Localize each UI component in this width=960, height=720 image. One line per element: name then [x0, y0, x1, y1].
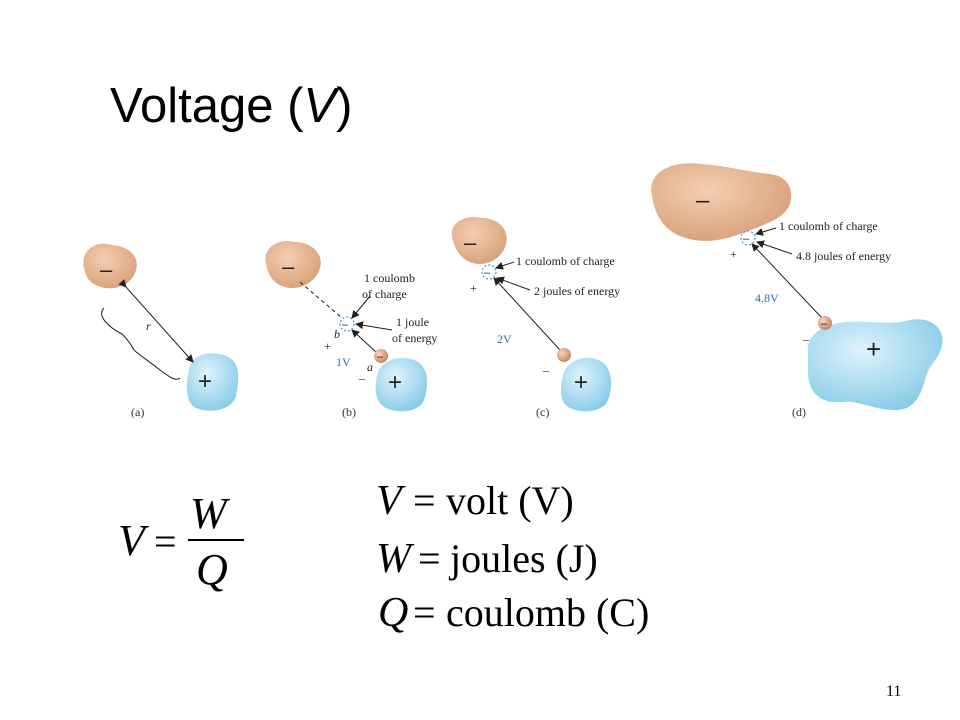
- def-symbol-v: V: [376, 478, 406, 524]
- pointer-charge-d: [755, 227, 777, 236]
- positive-charge-blob-a: [186, 353, 239, 411]
- formula-numerator: W: [190, 489, 230, 538]
- distance-label-a: r: [146, 319, 151, 333]
- voltage-formula: V = W Q: [118, 489, 244, 594]
- page-number: 11: [886, 683, 902, 700]
- pos-sign-a: +: [198, 368, 212, 395]
- voltage-label-b: 1V: [336, 355, 351, 369]
- neg-sign-b: –: [282, 254, 295, 279]
- negative-charge-blob-c: [451, 216, 507, 264]
- pointer-charge-c: [495, 261, 515, 270]
- voltage-label-c: 2V: [497, 332, 512, 346]
- charge-sign-d: –: [743, 233, 750, 245]
- charge-ball-c: [557, 348, 571, 362]
- title-variable: V: [303, 79, 337, 133]
- panel-d: – + – – 1 coulomb of charge 4.8 joules o…: [651, 163, 943, 419]
- charge-ball-d: [818, 316, 832, 330]
- caption-a: (a): [131, 405, 144, 419]
- def-text-q: coulomb (C): [446, 590, 649, 635]
- def-eq-q: =: [413, 590, 436, 635]
- point-a-label: a: [367, 360, 373, 374]
- charge-marker-c: [481, 264, 497, 280]
- panel-c: – + – 1 coulomb of charge 2 joules of en…: [451, 216, 620, 419]
- title-text: Voltage (: [110, 79, 304, 133]
- path-c: [493, 277, 561, 351]
- charge-marker-d: [740, 230, 756, 246]
- charge-text-d: 1 coulomb of charge: [779, 219, 878, 233]
- panel-b: – + – – 1 coulomb of charge 1 joule of e…: [265, 241, 437, 419]
- pointer-energy-b: [355, 321, 393, 331]
- minus-mark-d: –: [802, 332, 810, 346]
- distance-bracket-a: [101, 307, 181, 380]
- negative-charge-blob-d: [651, 163, 792, 241]
- positive-charge-blob-b: [375, 357, 428, 412]
- pointer-charge-b: [351, 295, 371, 319]
- caption-b: (b): [342, 405, 356, 419]
- ball-sign-d: –: [821, 318, 828, 330]
- positive-charge-blob-d: [807, 319, 943, 410]
- minus-mark-b: –: [358, 371, 366, 385]
- neg-sign-c: –: [464, 230, 477, 255]
- neg-sign-d: –: [696, 187, 710, 214]
- def-symbol-q: Q: [378, 590, 408, 636]
- plus-mark-c: +: [470, 281, 477, 295]
- plus-mark-d: +: [730, 247, 737, 261]
- formula-equals: =: [154, 519, 177, 564]
- charge-sign-b: –: [342, 319, 349, 331]
- path-d: [751, 243, 823, 319]
- pos-sign-c: +: [574, 369, 588, 396]
- pos-sign-d: +: [866, 334, 881, 364]
- distance-arrow-a: [118, 279, 194, 363]
- ball-sign-b: –: [377, 351, 384, 363]
- def-text-w: joules (J): [448, 536, 598, 581]
- energy-text-c: 2 joules of energy: [534, 284, 620, 298]
- caption-c: (c): [536, 405, 549, 419]
- charge-text-b2: of charge: [362, 287, 407, 301]
- pointer-energy-c: [496, 276, 531, 291]
- charge-marker-b: [339, 316, 355, 332]
- def-eq-v: =: [413, 478, 436, 523]
- negative-charge-blob-b: [265, 241, 321, 288]
- voltage-label-d: 4.8V: [755, 291, 779, 305]
- def-symbol-w: W: [376, 536, 415, 582]
- point-b-label: b: [334, 327, 340, 341]
- def-eq-w: =: [418, 536, 441, 581]
- neg-sign-a: –: [100, 257, 113, 282]
- plus-mark-b: +: [324, 339, 331, 353]
- formula-denominator: Q: [196, 545, 228, 594]
- charge-text-c: 1 coulomb of charge: [516, 254, 615, 268]
- energy-text-b1: 1 joule: [396, 315, 429, 329]
- title-close-paren: ): [336, 79, 353, 133]
- definitions: V = volt (V) W = joules (J) Q = coulomb …: [376, 478, 649, 636]
- path-solid-b: [351, 329, 377, 353]
- caption-d: (d): [792, 405, 806, 419]
- path-dashed-b: [299, 281, 343, 319]
- slide-title: Voltage (V): [110, 78, 352, 134]
- pointer-energy-d: [756, 240, 793, 255]
- charge-text-b1: 1 coulomb: [364, 271, 415, 285]
- def-text-v: volt (V): [446, 478, 574, 523]
- charge-ball-b: [374, 349, 388, 363]
- positive-charge-blob-c: [560, 357, 612, 412]
- pos-sign-b: +: [388, 369, 402, 396]
- energy-text-b2: of energy: [392, 331, 437, 345]
- negative-charge-blob-a: [83, 243, 137, 289]
- panel-a: – + r (a): [83, 243, 239, 419]
- energy-text-d: 4.8 joules of energy: [796, 249, 891, 263]
- minus-mark-c: –: [542, 363, 550, 377]
- charge-sign-c: –: [484, 267, 491, 279]
- formula-lhs: V: [118, 516, 150, 565]
